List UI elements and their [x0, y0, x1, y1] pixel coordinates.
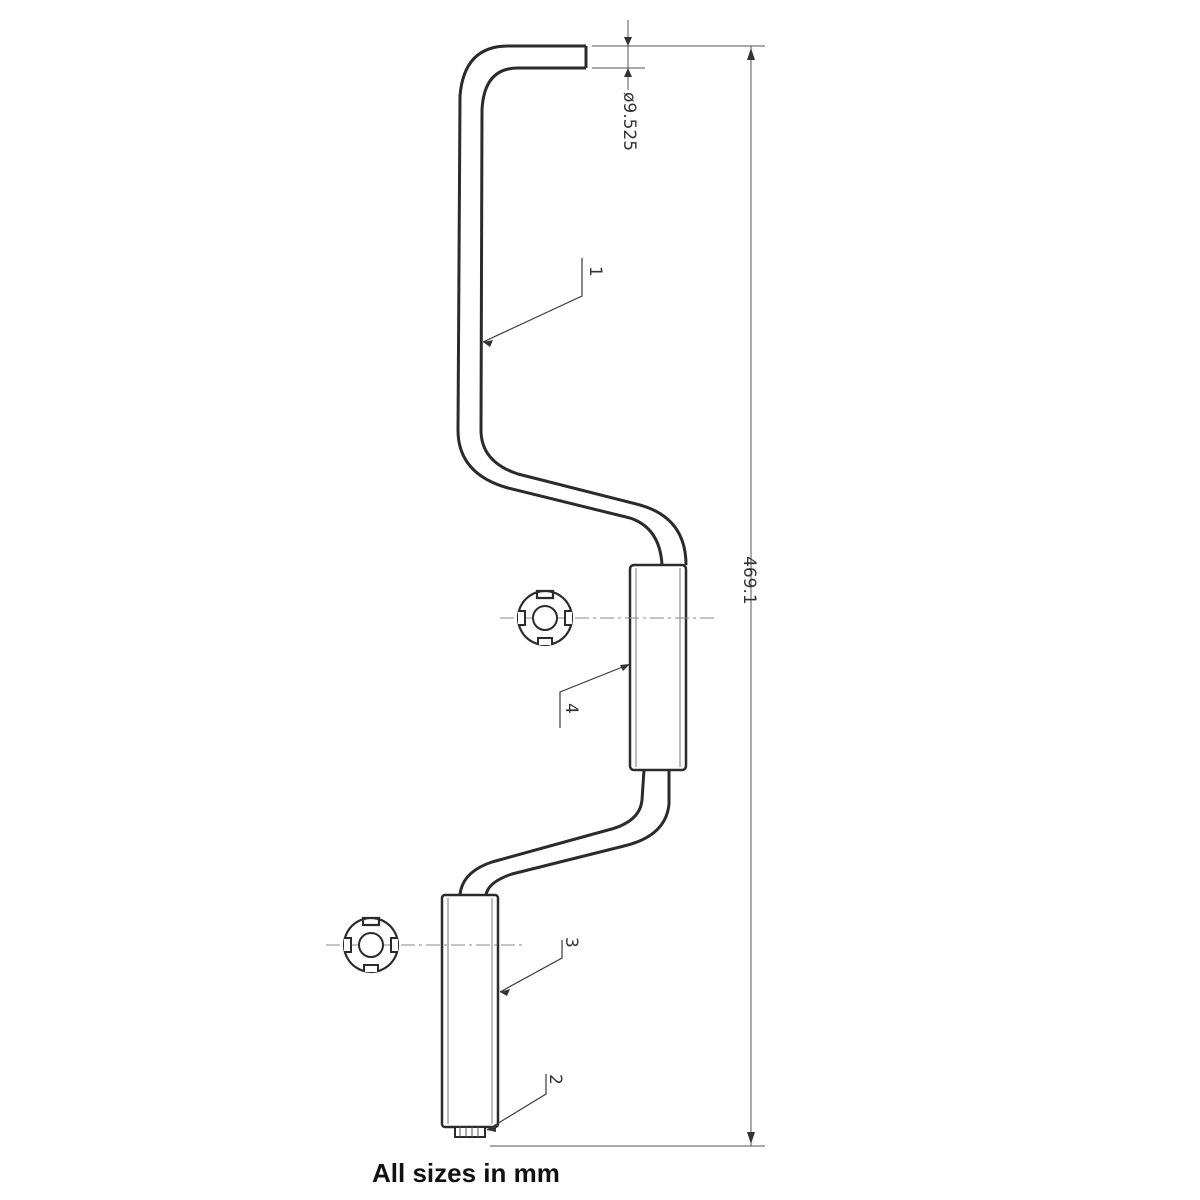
end-grip [440, 893, 500, 1129]
end-nut [454, 1126, 486, 1138]
leader-part-1: 1 [482, 258, 605, 347]
part-1-number: 1 [585, 266, 605, 277]
overall-length-dimension: 469.1 [490, 45, 765, 1147]
overall-length-label: 469.1 [739, 556, 759, 605]
part-4-number: 4 [561, 703, 581, 714]
part-2-number: 2 [545, 1074, 565, 1085]
section-view-end [342, 916, 400, 974]
section-view-middle [516, 589, 574, 647]
leader-part-3: 3 [499, 937, 581, 996]
diameter-dimension: ø9.525 [592, 20, 645, 151]
leader-part-2: 2 [486, 1074, 565, 1132]
diameter-label: ø9.525 [619, 92, 639, 151]
crank-rod [456, 44, 688, 896]
middle-grip [628, 563, 688, 772]
part-3-number: 3 [561, 937, 581, 948]
leader-part-4: 4 [559, 663, 631, 728]
units-note: All sizes in mm [372, 1158, 560, 1188]
